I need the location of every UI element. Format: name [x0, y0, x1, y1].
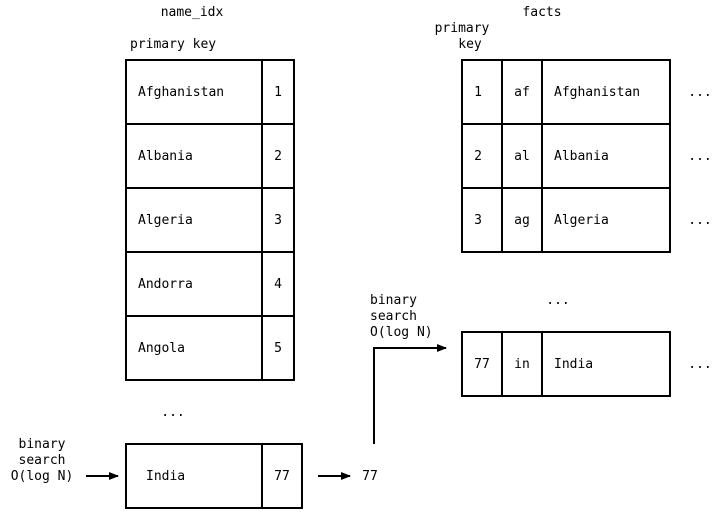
- facts-table: [461, 59, 671, 253]
- facts-cell-name: Afghanistan: [554, 85, 640, 100]
- facts-cell-code: af: [514, 85, 530, 100]
- facts-cell-id: 1: [474, 85, 482, 100]
- facts-cell-name: India: [554, 357, 593, 372]
- name-idx-row: Afghanistan 1: [138, 85, 282, 100]
- facts-cell-name: Albania: [554, 149, 609, 164]
- facts-cell-id: 3: [474, 213, 482, 228]
- found-row-border: [125, 443, 303, 509]
- name-idx-cell-name: Andorra: [138, 277, 193, 292]
- name-idx-cell-id: 3: [274, 213, 282, 228]
- name-idx-cell-id: 1: [274, 85, 282, 100]
- name-idx-ellipsis: ...: [161, 405, 184, 420]
- name-idx-table: [125, 59, 295, 381]
- facts-row: 2 al Albania ...: [474, 149, 712, 164]
- facts-row: 3 ag Algeria ...: [474, 213, 712, 228]
- name-idx-title: name_idx: [161, 5, 224, 20]
- name-idx-cell-id: 4: [274, 277, 282, 292]
- name-idx-cell-name: Albania: [138, 149, 193, 164]
- facts-key-label-line2: key: [458, 37, 482, 52]
- search-label-line: binary: [370, 293, 417, 308]
- facts-cell-id: 77: [474, 357, 490, 372]
- binary-search-label-right: binary search O(log N): [370, 293, 433, 340]
- search-label-line: binary: [19, 437, 66, 452]
- facts-row: 1 af Afghanistan ...: [474, 85, 712, 100]
- facts-cell-more: ...: [688, 85, 711, 100]
- name-idx-cell-id: 2: [274, 149, 282, 164]
- search-label-line: search: [19, 453, 66, 468]
- facts-cell-code: al: [514, 149, 530, 164]
- facts-key-label-line1: primary: [435, 21, 490, 36]
- facts-cell-code: ag: [514, 213, 530, 228]
- facts-cell-more: ...: [688, 357, 711, 372]
- found-row-id: 77: [274, 469, 290, 484]
- search-label-line: O(log N): [370, 325, 433, 340]
- facts-cell-name: Algeria: [554, 213, 609, 228]
- name-idx-row: Andorra 4: [138, 277, 282, 292]
- facts-title: facts: [522, 5, 561, 20]
- name-idx-table-border: [125, 59, 295, 381]
- facts-table-border: [461, 59, 671, 253]
- facts-cell-id: 2: [474, 149, 482, 164]
- name-idx-cell-name: Afghanistan: [138, 85, 224, 100]
- binary-search-label-left: binary search O(log N): [11, 437, 74, 484]
- search-label-line: O(log N): [11, 469, 74, 484]
- name-idx-found-row: India 77: [125, 443, 303, 509]
- facts-found-row: 77 in India ...: [461, 331, 712, 397]
- search-label-line: search: [370, 309, 417, 324]
- name-idx-cell-name: Angola: [138, 341, 185, 356]
- arrow-to-facts: [373, 344, 447, 444]
- found-row-name: India: [146, 469, 185, 484]
- facts-cell-more: ...: [688, 213, 711, 228]
- facts-cell-more: ...: [688, 149, 711, 164]
- name-idx-row: Algeria 3: [138, 213, 282, 228]
- facts-ellipsis: ...: [546, 293, 569, 308]
- name-idx-cell-name: Algeria: [138, 213, 193, 228]
- name-idx-key-label: primary key: [130, 37, 216, 52]
- result-value: 77: [362, 469, 378, 484]
- name-idx-row: Angola 5: [138, 341, 282, 356]
- name-idx-cell-id: 5: [274, 341, 282, 356]
- name-idx-row: Albania 2: [138, 149, 282, 164]
- facts-found-row-border: [461, 331, 671, 397]
- facts-cell-code: in: [514, 357, 530, 372]
